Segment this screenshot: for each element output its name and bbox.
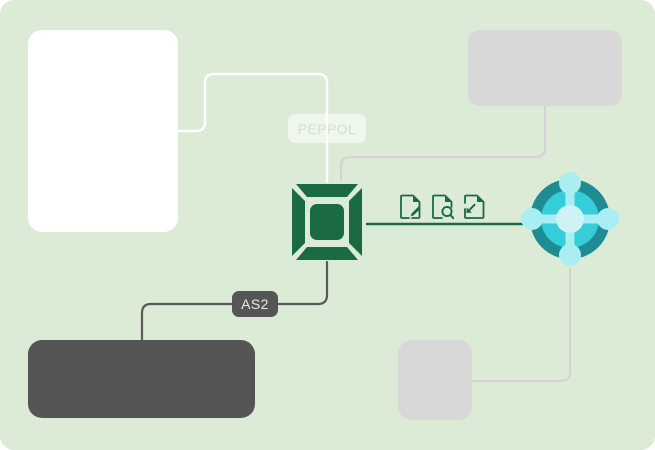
- as2-label[interactable]: AS2: [232, 291, 278, 317]
- magnifier-handle: [449, 214, 454, 220]
- as2-label-text: AS2: [241, 296, 269, 312]
- dark-panel-bottom-left[interactable]: [28, 340, 255, 418]
- gray-panel-bottom[interactable]: [398, 340, 472, 420]
- hub-node-bottom: [559, 244, 581, 266]
- document-send-icon[interactable]: [464, 194, 486, 222]
- document-search-icon[interactable]: [432, 194, 454, 222]
- document-edit-icon[interactable]: [400, 194, 422, 222]
- hub-node-right: [597, 208, 619, 230]
- peppol-label-text: PEPPOL: [297, 120, 357, 137]
- peppol-connector: [176, 72, 329, 184]
- chip-bevel-top: [296, 184, 358, 197]
- hub-core: [556, 205, 584, 233]
- document-fold-corner: [477, 195, 484, 202]
- chip-bevel-left: [292, 188, 305, 256]
- peppol-label[interactable]: PEPPOL: [288, 114, 366, 143]
- network-hub-icon[interactable]: [520, 168, 620, 270]
- hub-node-left: [521, 208, 543, 230]
- magnifier-lens: [441, 205, 453, 218]
- document-outline: [400, 194, 421, 219]
- document-fold-corner: [445, 195, 452, 202]
- pencil-glyph: [410, 206, 421, 217]
- document-outline: [464, 194, 485, 219]
- arrow-out-head: [466, 207, 472, 213]
- white-panel[interactable]: [28, 30, 178, 232]
- gray-panel-top-right[interactable]: [468, 30, 622, 106]
- chip-bevel-right: [349, 188, 362, 256]
- top-right-connector: [340, 105, 546, 181]
- processor-chip-icon[interactable]: [288, 178, 366, 266]
- chip-bevel-bottom: [296, 247, 358, 260]
- bottom-connector: [471, 267, 571, 382]
- document-fold-corner: [413, 195, 420, 202]
- chip-core: [310, 204, 344, 240]
- hub-node-top: [559, 172, 581, 194]
